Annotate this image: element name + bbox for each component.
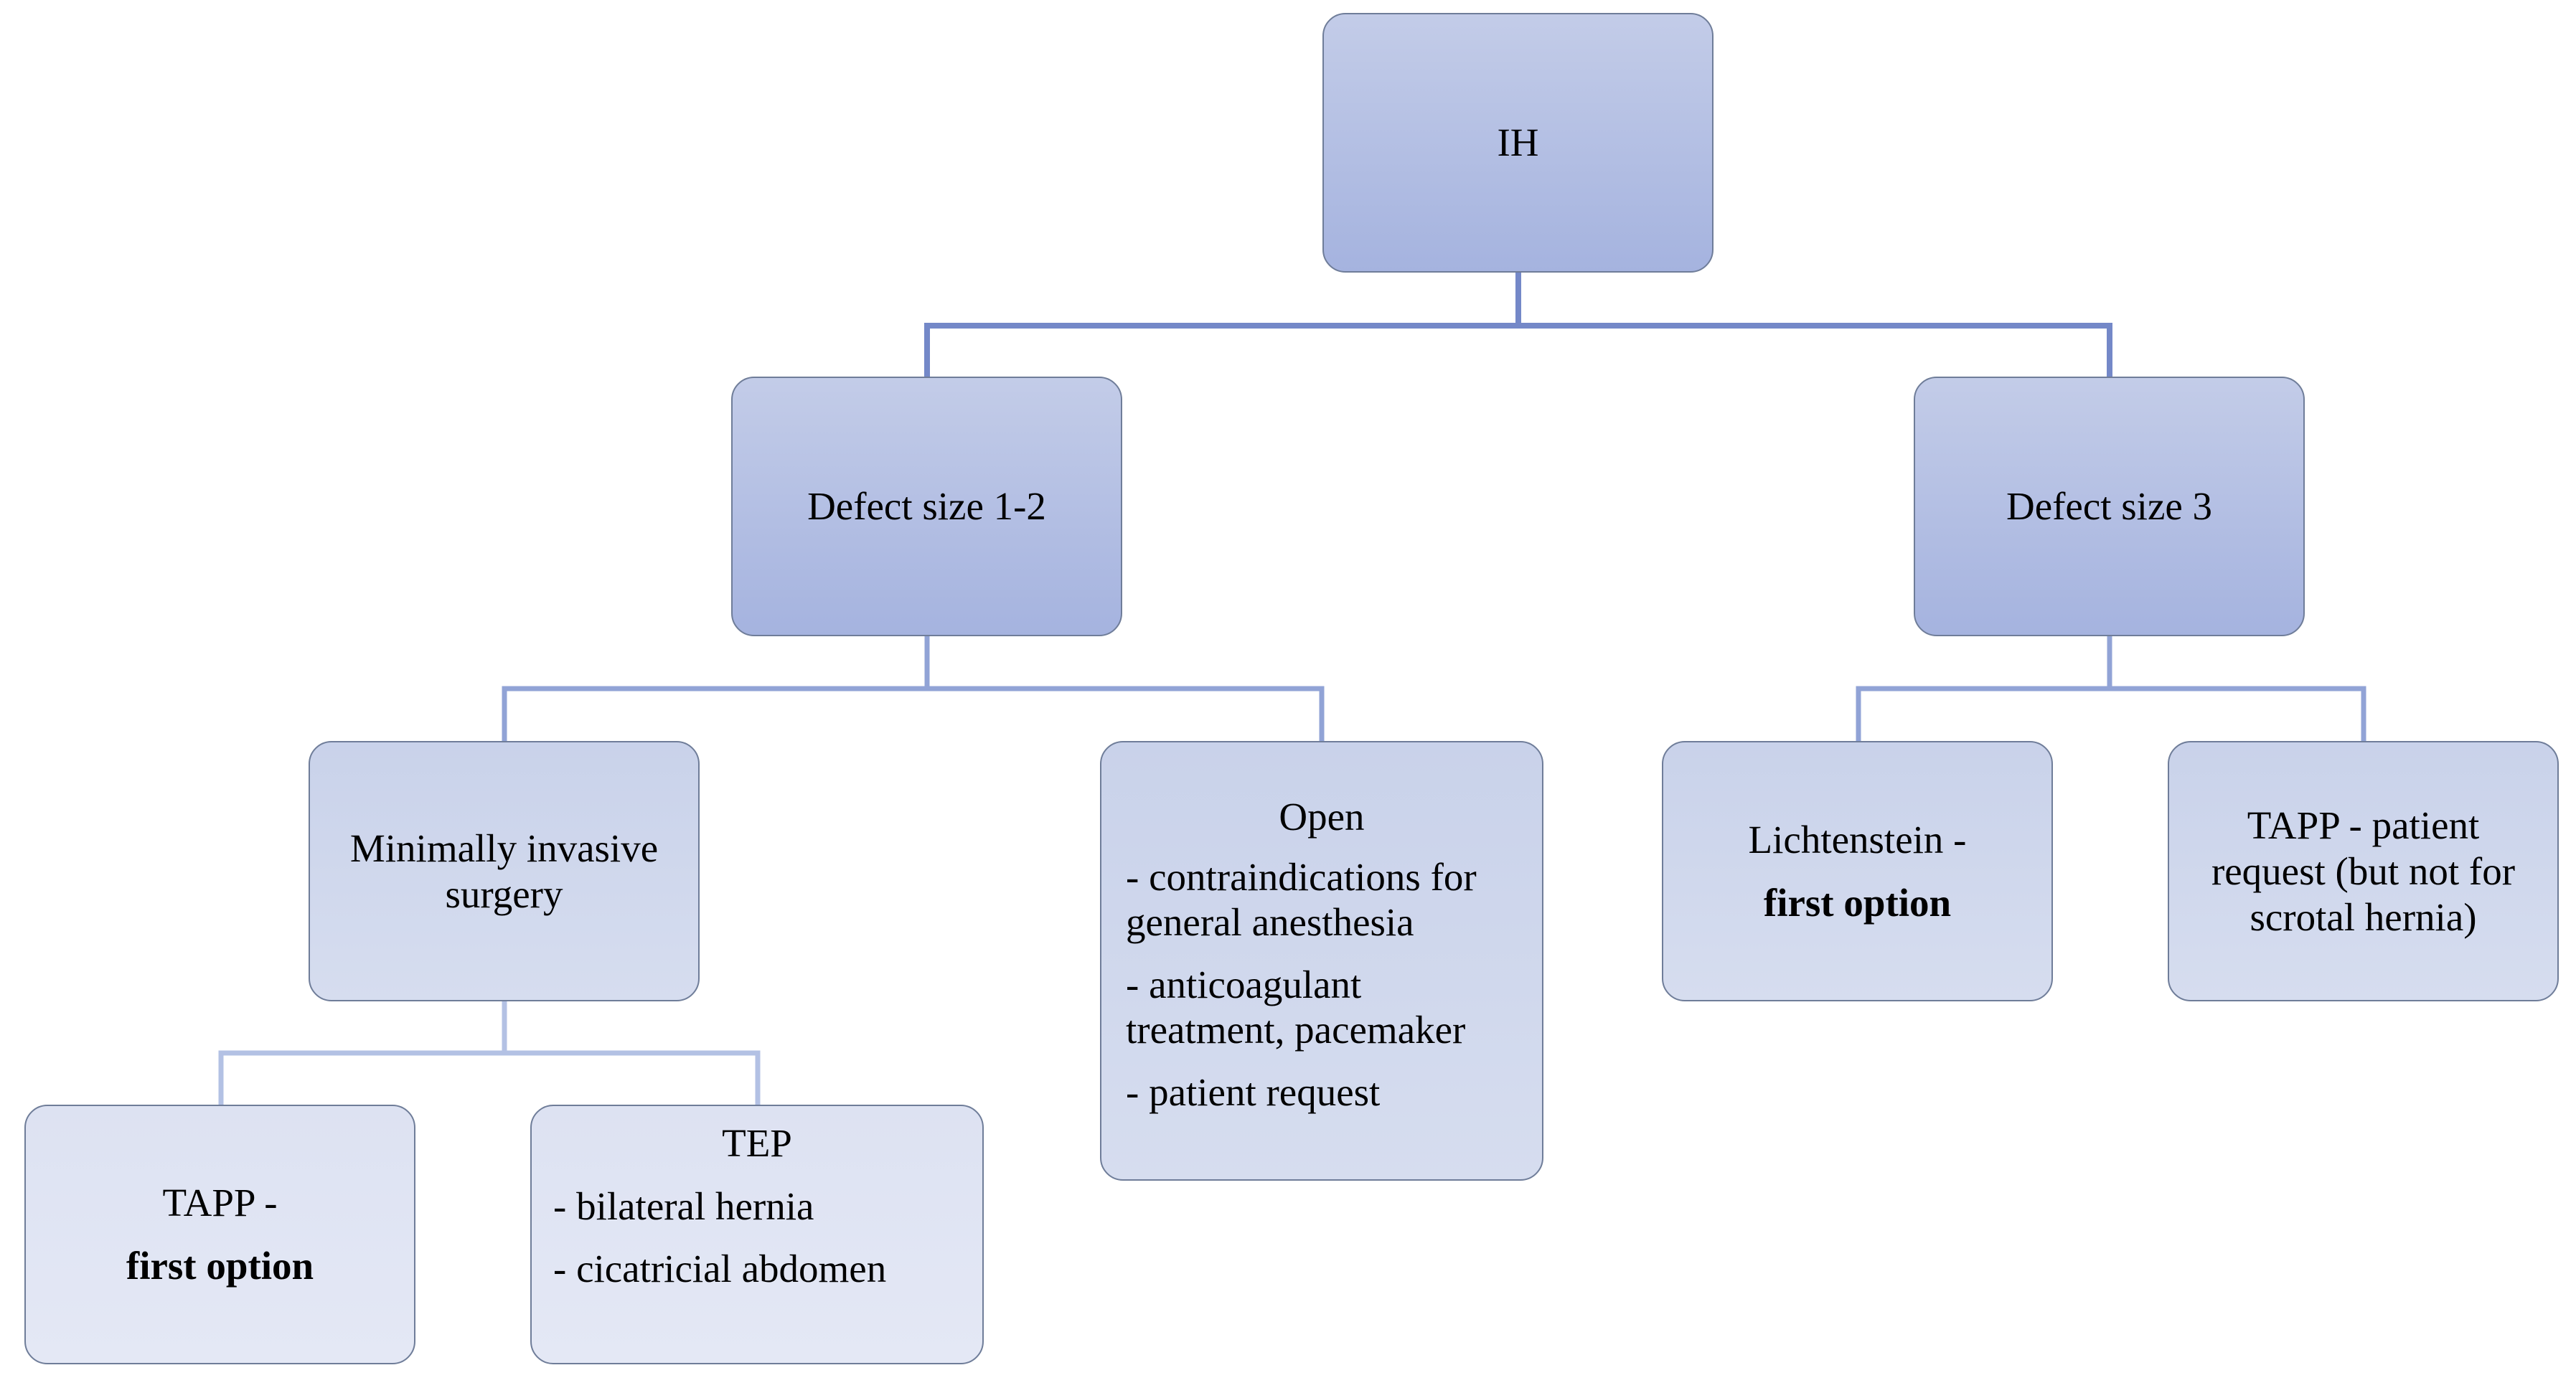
node-lichtenstein: Lichtenstein - first option	[1662, 741, 2053, 1001]
connector-defect3-to-lichtenstein	[1856, 636, 2112, 741]
node-tapp-patient-request: TAPP - patient request (but not for scro…	[2168, 741, 2559, 1001]
node-defect-size-3-label: Defect size 3	[2006, 484, 2213, 528]
connector-mis-to-tapp	[218, 1001, 507, 1105]
node-tep-item: - bilateral hernia	[553, 1184, 814, 1228]
connector-defect12-to-mis	[502, 636, 930, 741]
node-open-title: Open	[1279, 795, 1365, 839]
connector-defect3-to-tapp-request	[2110, 686, 2366, 741]
node-tapp-emphasis: first option	[126, 1244, 314, 1288]
node-mis-label: Minimally invasive surgery	[349, 826, 659, 916]
node-lichtenstein-emphasis: first option	[1763, 880, 1952, 925]
node-minimally-invasive-surgery: Minimally invasive surgery	[309, 741, 700, 1001]
node-open-item: - patient request	[1126, 1070, 1381, 1114]
node-tep-title: TEP	[722, 1121, 792, 1165]
connector-defect12-to-open	[927, 686, 1325, 741]
connector-root-to-children	[924, 273, 1521, 377]
node-ih-label: IH	[1497, 121, 1539, 164]
connector-mis-to-tep	[504, 1050, 761, 1105]
node-ih: IH	[1322, 13, 1714, 273]
node-tep-list: - bilateral hernia - cicatricial abdomen	[553, 1166, 968, 1291]
node-lichtenstein-label: Lichtenstein -	[1748, 817, 1967, 861]
node-defect-size-1-2-label: Defect size 1-2	[807, 484, 1046, 528]
node-tep-item: - cicatricial abdomen	[553, 1247, 887, 1290]
connector-root-to-right	[1518, 323, 2112, 377]
node-open-item: - contraindications for general anesthes…	[1126, 855, 1477, 944]
node-tapp-label: TAPP -	[162, 1181, 278, 1224]
node-open-list: - contraindications for general anesthes…	[1126, 840, 1528, 1115]
node-defect-size-3: Defect size 3	[1914, 377, 2305, 636]
node-tapp-patient-request-label: TAPP - patient request (but not for scro…	[2211, 803, 2516, 939]
node-open: Open - contraindications for general ane…	[1100, 741, 1543, 1181]
node-open-item: - anticoagulant treatment, pacemaker	[1126, 963, 1466, 1052]
node-tep: TEP - bilateral hernia - cicatricial abd…	[530, 1105, 984, 1364]
node-defect-size-1-2: Defect size 1-2	[731, 377, 1122, 636]
node-tapp: TAPP - first option	[24, 1105, 415, 1364]
